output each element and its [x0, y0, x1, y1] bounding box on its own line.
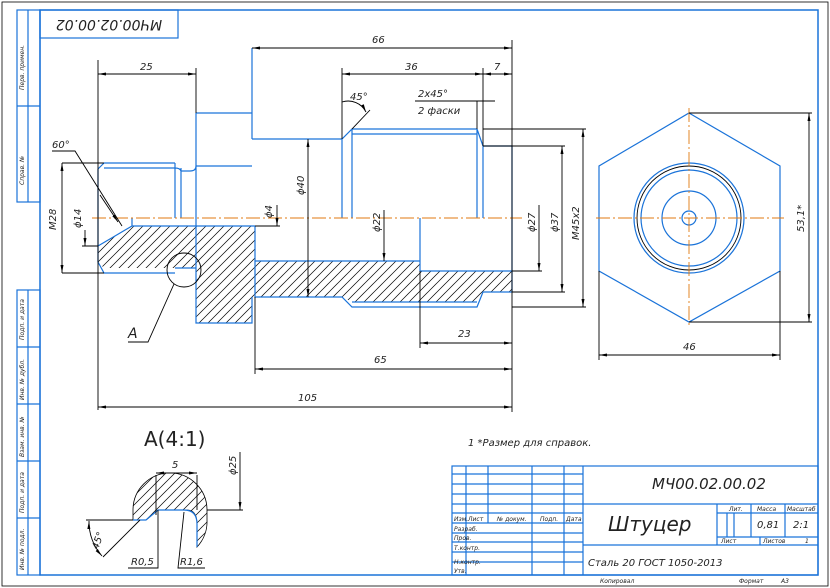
sheets-value: 1 — [805, 538, 809, 545]
dim-66: 66 — [372, 35, 385, 46]
dim-105: 105 — [298, 393, 317, 404]
dim-phi27: ϕ27 — [527, 212, 538, 232]
hdr-date: Дата — [565, 516, 582, 523]
detail-dim-r05: R0,5 — [131, 557, 154, 568]
section-hatch — [98, 226, 512, 323]
role-checker: Пров. — [454, 535, 472, 542]
copied-label: Копировал — [600, 578, 634, 585]
hexagon — [598, 112, 781, 323]
sheets-label: Листов — [762, 538, 786, 545]
role-developer: Разраб. — [454, 526, 478, 533]
designation-rotated: МЧ00.02.00.02 — [56, 16, 162, 32]
detail-dim-5: 5 — [172, 460, 178, 471]
hdr-change: Изм. — [454, 516, 468, 523]
dim-36: 36 — [405, 62, 418, 73]
stamp-first-use: Перв. примен. — [19, 45, 26, 90]
hdr-sheet: Лист — [467, 516, 484, 523]
stamp-orig-inv: Инв. № подл. — [19, 529, 26, 570]
title-part-name: Штуцер — [608, 512, 692, 536]
dim-7: 7 — [494, 62, 501, 73]
detail-a-leader — [128, 283, 175, 343]
dim-25: 25 — [140, 62, 153, 73]
part-outline — [97, 48, 513, 324]
dim-23: 23 — [458, 329, 471, 340]
dim-phi14: ϕ14 — [73, 209, 84, 228]
title-block: МЧ00.02.00.02 Штуцер Сталь 20 ГОСТ 1050-… — [451, 465, 819, 585]
sheet-label: Лист — [720, 538, 737, 545]
dim-m28: M28 — [48, 209, 59, 230]
stamp-dup-inv: Инв. № дубл. — [19, 359, 26, 400]
detail-title: А(4:1) — [144, 427, 205, 451]
detail-dim-phi25: ϕ25 — [228, 456, 239, 475]
section-label-a: А — [127, 326, 138, 342]
dim-46: 46 — [683, 342, 696, 353]
dim-65: 65 — [374, 355, 387, 366]
stamp-ref-no: Справ. № — [19, 156, 26, 185]
hdr-sign: Подп. — [540, 516, 558, 523]
note: 1 *Размер для справок. — [468, 438, 591, 449]
role-tech-control: Т.контр. — [454, 545, 480, 552]
stamp-sign-date-1: Подп. и дата — [19, 299, 26, 340]
lit-label: Лит. — [728, 506, 743, 513]
detail-dim-r16: R1,6 — [180, 557, 203, 568]
side-view: 53,1* 46 — [596, 108, 812, 360]
dim-angle-60: 60° — [52, 140, 70, 151]
detail-dim-45: 45° — [90, 531, 106, 551]
dimension-lines — [52, 40, 586, 412]
dim-angle-45: 45° — [350, 92, 368, 103]
dim-phi4: ϕ4 — [264, 205, 275, 218]
detail-a-circle — [166, 252, 202, 288]
title-designation: МЧ00.02.00.02 — [652, 475, 766, 493]
scale-value: 2:1 — [793, 520, 809, 531]
side-stamp — [16, 9, 41, 576]
dim-m45: M45x2 — [571, 206, 582, 240]
stamp-sign-date-2: Подп. и дата — [19, 472, 26, 513]
format-label: Формат — [739, 578, 764, 585]
main-view: А 25 66 36 7 2x45 — [48, 35, 586, 412]
mass-value: 0,81 — [757, 520, 779, 531]
detail-a-view: А(4:1) 5 ϕ25 45° R0,5 R1,6 — [86, 427, 243, 569]
hdr-doc-no: № докум. — [496, 516, 527, 523]
stamp-repl-inv: Взам. инв. № — [19, 416, 26, 457]
scale-label: Масштаб — [787, 506, 816, 513]
dim-phi40: ϕ40 — [296, 176, 307, 195]
role-norm-control: Н.контр. — [454, 559, 481, 566]
dim-chamfer: 2x45° — [418, 89, 448, 100]
format-value: А3 — [780, 578, 789, 585]
role-approver: Утв. — [454, 568, 467, 575]
dim-phi22: ϕ22 — [372, 213, 383, 232]
dim-53-1: 53,1* — [796, 205, 807, 232]
dim-chamfer-note: 2 фаски — [418, 106, 461, 117]
dim-phi37: ϕ37 — [550, 212, 561, 232]
title-material: Сталь 20 ГОСТ 1050-2013 — [588, 558, 723, 569]
mass-label: Масса — [757, 506, 776, 513]
